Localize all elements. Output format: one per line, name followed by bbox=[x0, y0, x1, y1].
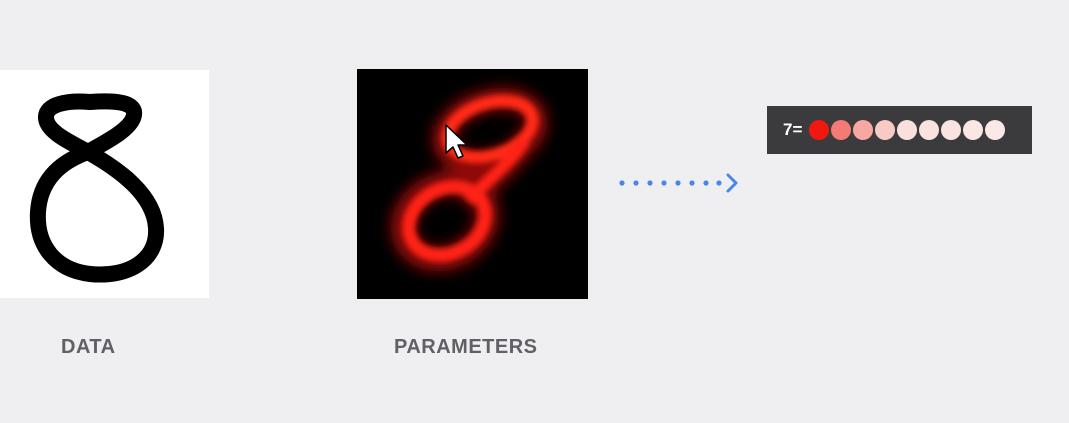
parameters-heatmap bbox=[357, 69, 588, 299]
probability-dot-3 bbox=[875, 120, 896, 140]
probability-dot-8 bbox=[985, 120, 1006, 140]
data-label: DATA bbox=[61, 336, 116, 358]
data-image bbox=[0, 70, 209, 298]
probability-dot-5 bbox=[919, 120, 940, 140]
probability-dot-2 bbox=[853, 120, 874, 140]
probability-dot-6 bbox=[941, 120, 962, 140]
dotted-arrow-icon bbox=[619, 173, 738, 193]
probability-dot-1 bbox=[831, 120, 852, 140]
probability-dot-4 bbox=[897, 120, 918, 140]
mouse-cursor-icon bbox=[445, 124, 468, 159]
probability-dots bbox=[809, 120, 1007, 140]
probability-dot-7 bbox=[963, 120, 984, 140]
handwritten-eight-digit bbox=[29, 93, 165, 283]
output-prediction-box: 7= bbox=[767, 106, 1032, 154]
output-label: 7= bbox=[783, 120, 803, 139]
red-eight-heatmap bbox=[390, 87, 548, 272]
parameters-label: PARAMETERS bbox=[394, 336, 538, 358]
probability-dot-0 bbox=[809, 120, 830, 140]
